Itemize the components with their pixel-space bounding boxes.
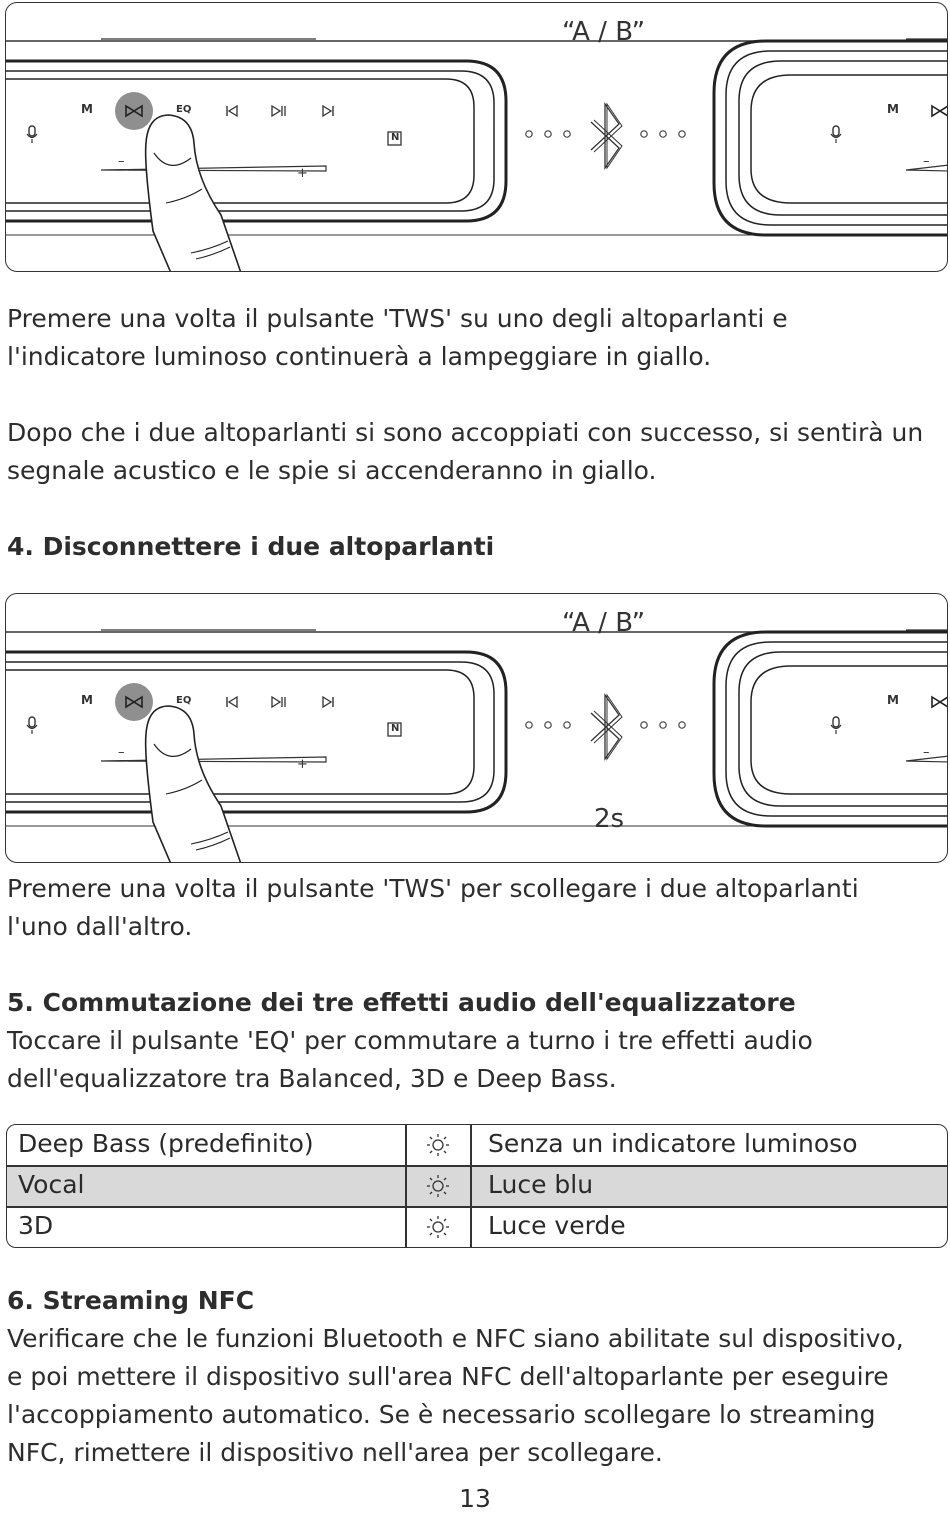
light-icon [407, 1166, 471, 1207]
tws-icon-right [931, 695, 947, 709]
svg-text:–: – [923, 154, 930, 169]
eq-mode-name: 3D [18, 1211, 54, 1240]
svg-text:–: – [923, 745, 930, 760]
indicator-light: Senza un indicatore luminoso [488, 1129, 858, 1158]
column-divider [470, 1125, 472, 1247]
nfc-label: N [391, 132, 400, 143]
tws-pairing-illustration: – + [5, 2, 948, 272]
table-row: Vocal Luce blu [7, 1166, 947, 1207]
next-track-icon [322, 104, 334, 118]
previous-track-icon [226, 695, 238, 709]
section-4-heading: 4. Disconnettere i due altoparlanti [7, 532, 495, 561]
indicator-light: Luce verde [488, 1211, 626, 1240]
column-divider [405, 1125, 407, 1247]
eq-mode-name: Vocal [18, 1170, 85, 1199]
section-6-heading: 6. Streaming NFC [7, 1286, 255, 1315]
row-divider [7, 1165, 947, 1167]
svg-text:+: + [297, 166, 308, 181]
svg-text:–: – [118, 154, 125, 169]
play-pause-icon [271, 104, 286, 118]
finger-icon [144, 114, 242, 271]
section-6-body: Verificare che le funzioni Bluetooth e N… [7, 1324, 904, 1467]
svg-text:–: – [118, 745, 125, 760]
section-5-body: Toccare il pulsante 'EQ' per commutare a… [7, 1026, 813, 1093]
light-icon [407, 1207, 471, 1247]
tws-disconnect-illustration: – + [5, 593, 948, 863]
m-button-label: M [81, 693, 93, 707]
pairing-instruction: Premere una volta il pulsante 'TWS' su u… [7, 304, 788, 371]
svg-text:+: + [297, 757, 308, 772]
m-button-label-right: M [887, 693, 899, 707]
disconnect-instruction: Premere una volta il pulsante 'TWS' per … [7, 874, 859, 941]
previous-track-icon [226, 104, 238, 118]
eq-button-label: EQ [176, 104, 192, 115]
table-row: 3D Luce verde [7, 1207, 947, 1247]
label-ab: “A / B” [562, 17, 646, 47]
indicator-light: Luce blu [488, 1170, 594, 1199]
m-button-label: M [81, 102, 93, 116]
pairing-result: Dopo che i due altoparlanti si sono acco… [7, 418, 924, 485]
eq-mode-name: Deep Bass (predefinito) [18, 1129, 314, 1158]
light-icon [407, 1125, 471, 1166]
finger-icon [144, 705, 242, 862]
hold-time-label: 2s [594, 804, 625, 834]
label-ab: “A / B” [562, 608, 646, 638]
eq-modes-table: Deep Bass (predefinito) Senza un indicat… [6, 1124, 948, 1248]
table-row: Deep Bass (predefinito) Senza un indicat… [7, 1125, 947, 1166]
bluetooth-icon [590, 692, 623, 762]
next-track-icon [322, 695, 334, 709]
play-pause-icon [271, 695, 286, 709]
speakers-drawing: – + [6, 38, 947, 271]
mic-icon [26, 716, 38, 734]
page-number: 13 [459, 1484, 491, 1513]
tws-icon [125, 104, 143, 118]
mic-icon [26, 125, 38, 143]
tws-icon-right [931, 104, 947, 118]
m-button-label-right: M [887, 102, 899, 116]
speakers-drawing-2: – + [6, 629, 947, 862]
mic-icon-right [830, 716, 842, 734]
eq-button-label: EQ [176, 695, 192, 706]
nfc-label: N [391, 723, 400, 734]
section-5-heading: 5. Commutazione dei tre effetti audio de… [7, 988, 796, 1017]
row-divider [7, 1206, 947, 1208]
bluetooth-icon [590, 101, 623, 171]
mic-icon-right [830, 125, 842, 143]
tws-icon [125, 695, 143, 709]
